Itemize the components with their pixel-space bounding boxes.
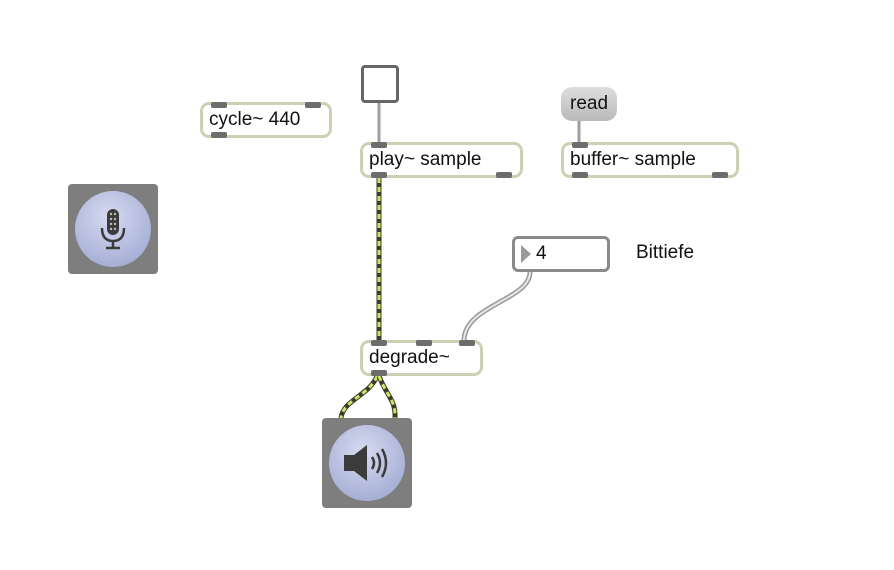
cord-number-to-degrade bbox=[461, 271, 533, 341]
outlet[interactable] bbox=[371, 172, 387, 178]
speaker-icon bbox=[344, 445, 388, 481]
cycle-object[interactable]: cycle~ 440 bbox=[200, 102, 332, 138]
play-object[interactable]: play~ sample bbox=[360, 142, 523, 178]
degrade-object[interactable]: degrade~ bbox=[360, 340, 483, 376]
outlet[interactable] bbox=[371, 370, 387, 376]
buffer-object[interactable]: buffer~ sample bbox=[561, 142, 739, 178]
outlet[interactable] bbox=[572, 172, 588, 178]
object-label: cycle~ 440 bbox=[209, 109, 301, 130]
inlet[interactable] bbox=[459, 340, 475, 346]
inlet[interactable] bbox=[371, 142, 387, 148]
object-label: buffer~ sample bbox=[570, 149, 696, 170]
dac-speaker-button[interactable] bbox=[322, 418, 412, 508]
outlet[interactable] bbox=[496, 172, 512, 178]
message-label: read bbox=[570, 93, 609, 114]
inlet[interactable] bbox=[211, 102, 227, 108]
bittiefe-comment: Bittiefe bbox=[636, 242, 695, 263]
adc-microphone-button[interactable] bbox=[68, 184, 158, 274]
outlet[interactable] bbox=[712, 172, 728, 178]
object-label: play~ sample bbox=[369, 149, 482, 170]
number-box[interactable]: 4 bbox=[512, 236, 610, 272]
outlet[interactable] bbox=[211, 132, 227, 138]
toggle[interactable] bbox=[361, 65, 399, 103]
inlet[interactable] bbox=[305, 102, 321, 108]
number-value: 4 bbox=[536, 243, 547, 264]
read-message[interactable]: read bbox=[561, 87, 618, 121]
object-label: degrade~ bbox=[369, 347, 450, 368]
signal-cord-degrade-to-dac-right bbox=[376, 375, 398, 419]
inlet[interactable] bbox=[416, 340, 432, 346]
inlet[interactable] bbox=[371, 340, 387, 346]
inlet[interactable] bbox=[572, 142, 588, 148]
number-triangle-icon bbox=[521, 245, 531, 263]
signal-cord-degrade-to-dac-left bbox=[338, 374, 380, 419]
microphone-icon bbox=[100, 209, 126, 250]
